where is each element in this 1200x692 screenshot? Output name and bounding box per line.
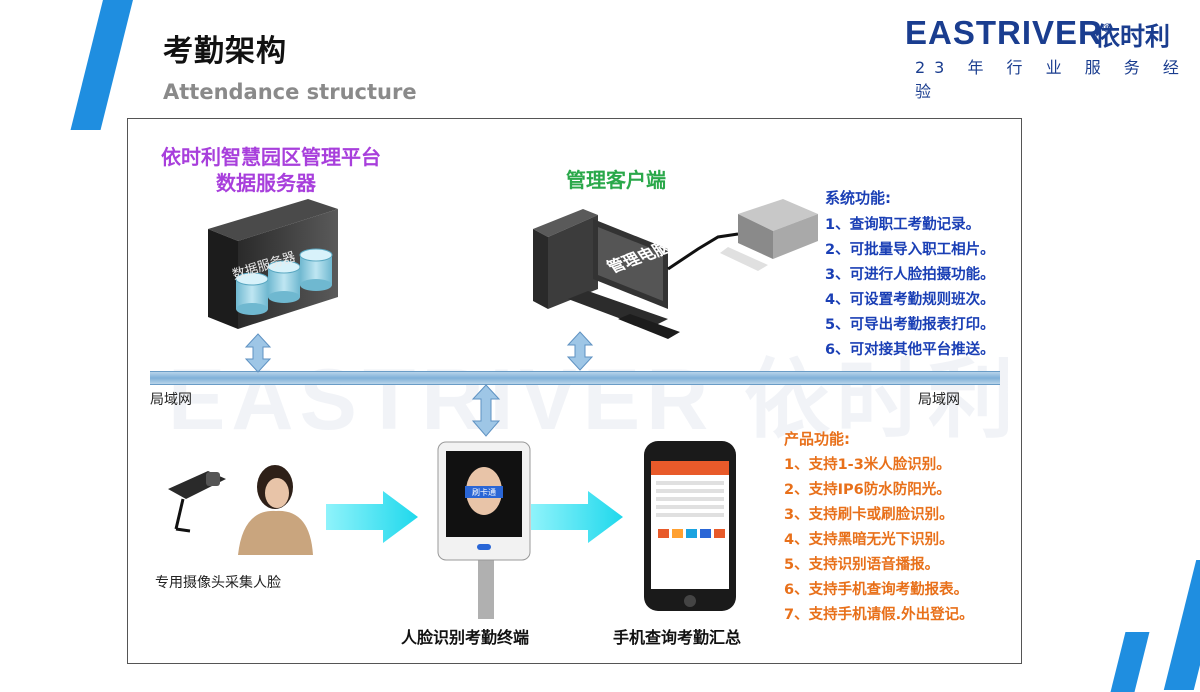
database-cylinder-icon	[235, 248, 333, 315]
product-function-item: 1、支持1-3米人脸识别。	[784, 457, 951, 473]
phone-icon	[644, 441, 736, 611]
camera-icon	[168, 471, 226, 533]
decorative-stripe-right	[1163, 560, 1200, 690]
flow-arrow-icon	[531, 491, 623, 543]
page-title: 考勤架构	[163, 34, 287, 69]
lan-bus	[150, 371, 1000, 385]
product-function-item: 2、支持IP6防水防阳光。	[784, 482, 951, 498]
company-logo: EASTRIVER® 依时利 23 年 行 业 服 务 经 验	[905, 14, 1190, 101]
watermark-logo: EASTRIVER 依时利	[168, 352, 1021, 448]
lan-label-left: 局域网	[150, 392, 192, 408]
server-title: 数据服务器	[216, 171, 316, 195]
phone-caption: 手机查询考勤汇总	[613, 628, 742, 647]
product-function-item: 7、支持手机请假.外出登记。	[784, 607, 974, 623]
logo-chinese-name: 依时利	[1095, 22, 1171, 51]
decorative-stripe-top	[70, 0, 136, 130]
client-lan-arrow	[566, 331, 594, 371]
terminal-caption: 人脸识别考勤终端	[401, 628, 530, 647]
system-function-item: 1、查询职工考勤记录。	[825, 217, 981, 233]
client-title: 管理客户端	[566, 168, 666, 192]
system-function-item: 6、可对接其他平台推送。	[825, 342, 995, 358]
terminal-badge: 刷卡通	[472, 487, 496, 497]
system-function-item: 5、可导出考勤报表打印。	[825, 317, 995, 333]
system-function-item: 4、可设置考勤规则班次。	[825, 292, 995, 308]
product-function-item: 6、支持手机查询考勤报表。	[784, 582, 969, 598]
lan-label-right: 局域网	[918, 392, 960, 408]
computer-icon	[533, 209, 680, 339]
system-function-item: 2、可批量导入职工相片。	[825, 242, 995, 258]
printer-icon	[667, 199, 818, 271]
diagram-artwork: 刷卡通	[168, 199, 818, 619]
page-subtitle: Attendance structure	[163, 80, 417, 104]
system-functions-heading: 系统功能:	[825, 189, 891, 207]
product-function-item: 5、支持识别语音播报。	[784, 557, 940, 573]
server-icon	[208, 199, 338, 329]
person-photo-icon	[238, 465, 313, 555]
system-function-item: 3、可进行人脸拍摄功能。	[825, 267, 995, 283]
logo-tagline: 23 年 行 业 服 务 经 验	[915, 58, 1188, 101]
architecture-diagram: EASTRIVER 依时利	[127, 118, 1022, 664]
product-functions-heading: 产品功能:	[784, 430, 850, 448]
terminal-lan-arrow	[471, 384, 501, 437]
decorative-stripe-bottom	[1110, 632, 1150, 692]
product-function-item: 4、支持黑暗无光下识别。	[784, 532, 954, 548]
platform-title: 依时利智慧园区管理平台	[161, 145, 381, 169]
product-function-item: 3、支持刷卡或刷脸识别。	[784, 507, 954, 523]
camera-caption: 专用摄像头采集人脸	[155, 575, 281, 591]
face-terminal-icon: 刷卡通	[437, 441, 531, 619]
logo-brand: EASTRIVER®	[905, 14, 1113, 51]
server-lan-arrow	[244, 333, 272, 373]
flow-arrow-icon	[326, 491, 418, 543]
